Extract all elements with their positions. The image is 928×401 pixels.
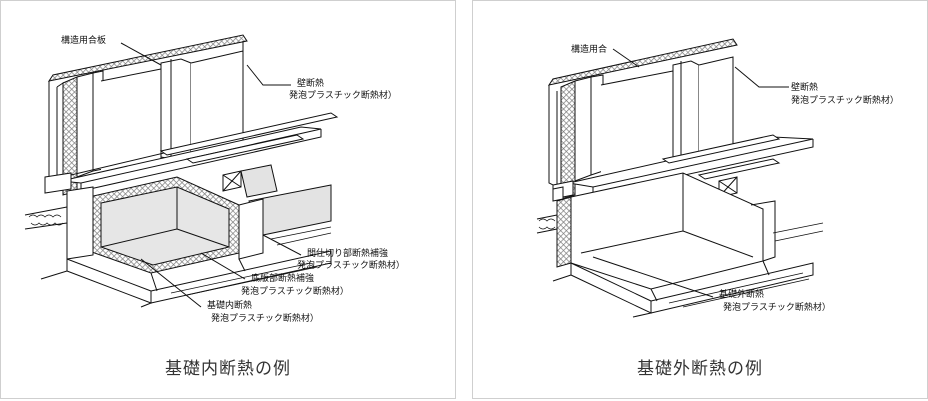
- label-slab-insulation: 底版部断熱補強: [251, 274, 315, 284]
- label-structural-plywood: 構造用合板: [61, 36, 107, 46]
- label-wall-insulation: 壁断熱: [297, 79, 325, 89]
- label-wall-insulation-material: 発泡プラスチック断熱材）: [791, 96, 899, 106]
- exterior-insulation-drawing: [536, 38, 824, 318]
- diagram-panel-interior-insulation: 構造用合板 壁断熱 発泡プラスチック断熱材） 間仕切り部断熱補強 発泡プラスチッ…: [0, 0, 456, 399]
- label-wall-insulation: 壁断熱: [791, 83, 819, 93]
- label-foundation-outer-insulation-material: 発泡プラスチック断熱材）: [723, 303, 831, 313]
- caption-interior-insulation: 基礎内断熱の例: [165, 359, 291, 379]
- diagram-panel-exterior-insulation: 構造用合 壁断熱 発泡プラスチック断熱材） 基礎外断熱 発泡プラスチック断熱材）…: [472, 0, 928, 399]
- label-structural-plywood: 構造用合: [571, 45, 608, 55]
- label-foundation-outer-insulation: 基礎外断熱: [719, 290, 765, 300]
- label-foundation-inner-insulation-material: 発泡プラスチック断熱材）: [211, 314, 319, 324]
- label-slab-insulation-material: 発泡プラスチック断熱材）: [241, 287, 349, 297]
- interior-insulation-drawing: [24, 34, 339, 308]
- label-wall-insulation-material: 発泡プラスチック断熱材）: [289, 91, 397, 101]
- label-foundation-inner-insulation: 基礎内断熱: [207, 301, 253, 311]
- label-partition-insulation-material: 発泡プラスチック断熱材）: [297, 261, 405, 271]
- label-partition-insulation: 間仕切り部断熱補強: [307, 249, 389, 259]
- caption-exterior-insulation: 基礎外断熱の例: [637, 359, 763, 379]
